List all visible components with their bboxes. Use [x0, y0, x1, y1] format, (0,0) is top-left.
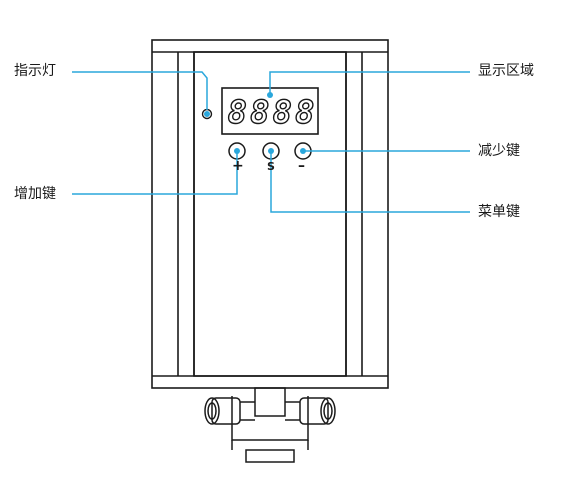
- callout-indicator: [72, 71, 208, 110]
- label-decrease: 减少键: [478, 143, 520, 159]
- label-indicator: 指示灯: [14, 63, 56, 79]
- digit-4: 8: [294, 92, 315, 131]
- label-increase: 增加键: [14, 186, 56, 202]
- digit-1: 8: [227, 92, 248, 131]
- digit-2: 8: [249, 92, 270, 131]
- bottom-fitting: [204, 387, 336, 463]
- callout-lines: [72, 71, 470, 213]
- callout-display: [269, 71, 470, 95]
- plus-symbol: +: [232, 158, 244, 174]
- digit-3: 8: [272, 92, 293, 131]
- display-digits: 8 8 8 8: [226, 92, 316, 132]
- label-menu: 菜单键: [478, 204, 520, 220]
- minus-symbol: –: [298, 158, 305, 174]
- callout-menu: [270, 151, 470, 213]
- label-display: 显示区域: [478, 63, 534, 79]
- callout-increase: [72, 151, 238, 195]
- set-symbol: S: [267, 160, 275, 173]
